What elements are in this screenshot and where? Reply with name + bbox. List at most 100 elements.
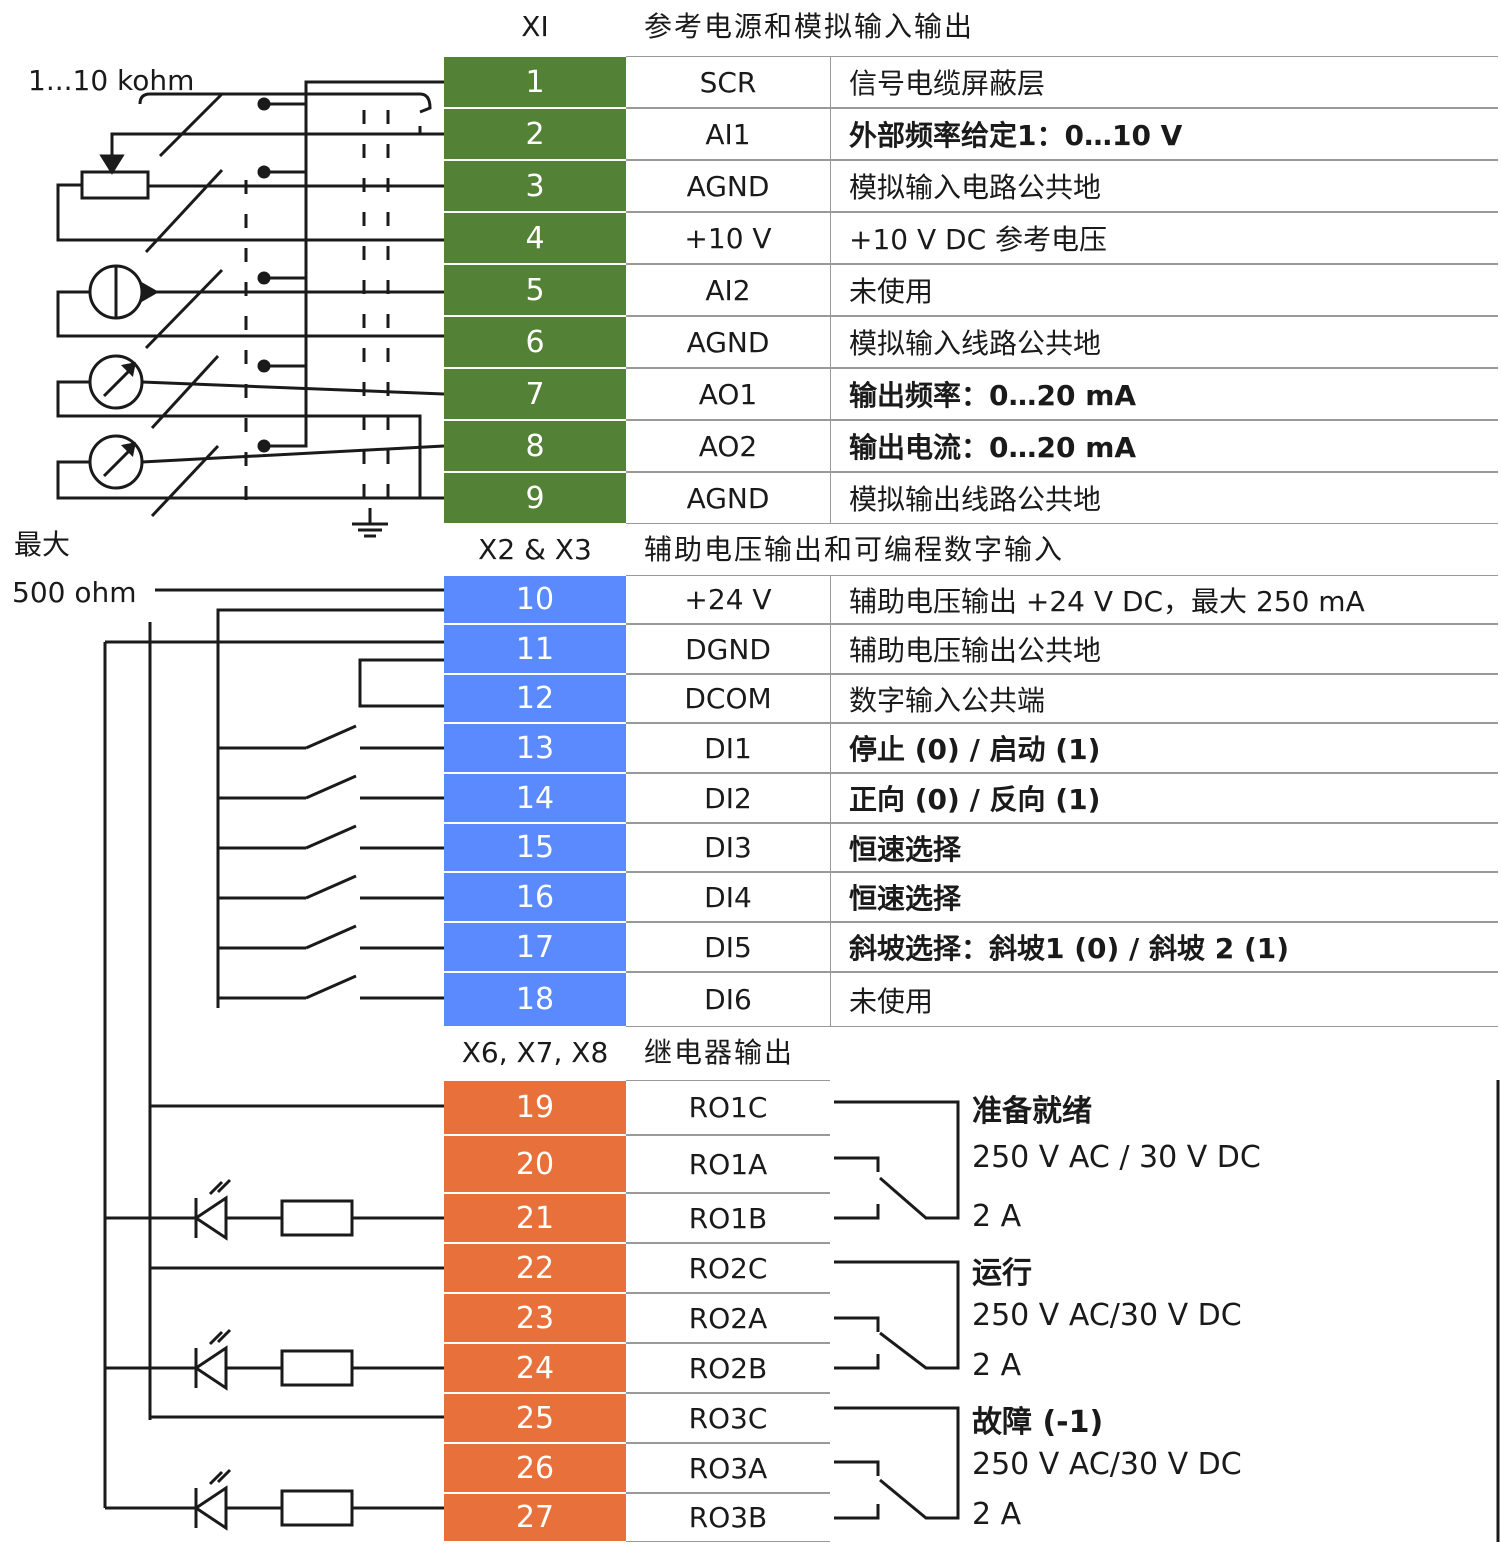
switch-icon (305, 924, 357, 950)
section-title: 继电器输出 (644, 1036, 795, 1069)
potentiometer (80, 170, 150, 200)
resistor-icon (280, 1489, 354, 1527)
terminal-number: 26 (444, 1443, 626, 1493)
ammeter-needle (102, 446, 134, 478)
terminal-number: 1 (444, 56, 626, 108)
pot-wiper-arrow (99, 154, 125, 175)
terminal-number: 10 (444, 575, 626, 624)
ao1-wire (141, 380, 445, 396)
terminal-description: 输出电流：0…20 mA (830, 420, 1498, 472)
terminal-number: 17 (444, 922, 626, 972)
terminal-description: 辅助电压输出公共地 (830, 624, 1498, 674)
relay-rating: 250 V AC / 30 V DC (972, 1140, 1261, 1175)
ai1-wire (110, 126, 444, 160)
ammeter-needle-tip (120, 442, 136, 458)
terminal-signal: RO1A (626, 1135, 830, 1193)
terminal-number: 9 (444, 472, 626, 524)
pot-range-label: 1...10 kohm (28, 64, 195, 97)
relay-contact-icon (834, 1316, 880, 1332)
terminal-signal: DCOM (626, 674, 830, 723)
terminal-signal: RO3C (626, 1393, 830, 1443)
relay-name: 运行 (972, 1256, 1032, 1291)
section-title: 参考电源和模拟输入输出 (644, 10, 975, 43)
terminal-signal: SCR (626, 56, 830, 108)
relay-contact-icon (834, 1100, 960, 1220)
switch-icon (305, 874, 357, 900)
terminal-signal: AO1 (626, 368, 830, 420)
terminal-description: 未使用 (830, 972, 1498, 1027)
terminal-signal: DI6 (626, 972, 830, 1027)
terminal-description: 斜坡选择：斜坡1 (0) / 斜坡 2 (1) (830, 922, 1498, 972)
terminal-description: 模拟输入电路公共地 (830, 160, 1498, 212)
terminal-description: 模拟输出线路公共地 (830, 472, 1498, 524)
relay-current: 2 A (972, 1497, 1022, 1532)
relay-contact-icon (834, 1504, 880, 1520)
terminal-number: 16 (444, 872, 626, 922)
terminal-number: 7 (444, 368, 626, 420)
terminal-signal: RO3A (626, 1443, 830, 1493)
terminal-number: 20 (444, 1135, 626, 1193)
terminal-number: 11 (444, 624, 626, 674)
terminal-signal: DI5 (626, 922, 830, 972)
relay-rating: 250 V AC/30 V DC (972, 1298, 1242, 1333)
terminal-description: 恒速选择 (830, 823, 1498, 872)
relay-contact-icon (834, 1260, 960, 1370)
terminal-number: 25 (444, 1393, 626, 1443)
terminal-number: 5 (444, 264, 626, 316)
ao2-wire (141, 444, 445, 464)
section-code: X6, X7, X8 (461, 1036, 609, 1069)
section-code: X2 & X3 (478, 533, 592, 566)
terminal-signal: DI2 (626, 773, 830, 823)
switch-icon (305, 824, 357, 850)
section-title: 辅助电压输出和可编程数字输入 (644, 533, 1065, 566)
led-ray (216, 1328, 232, 1344)
terminal-description: 停止 (0) / 启动 (1) (830, 723, 1498, 773)
section-code: XI (521, 10, 549, 43)
dcom-jumper (358, 658, 444, 708)
cable-marker (144, 168, 224, 254)
resistor-icon (280, 1199, 354, 1237)
terminal-signal: DGND (626, 624, 830, 674)
led-ray (208, 1330, 224, 1346)
relay-current: 2 A (972, 1199, 1022, 1234)
terminal-signal: RO2A (626, 1293, 830, 1343)
cable-marker (150, 444, 220, 518)
terminal-number: 27 (444, 1493, 626, 1542)
relay-name: 准备就绪 (972, 1094, 1092, 1129)
relay-name: 故障 (-1) (972, 1405, 1104, 1440)
ammeter-needle-tip (120, 362, 136, 378)
terminal-description: 外部频率给定1：0…10 V (830, 108, 1498, 160)
ao2-return-wire (56, 460, 420, 500)
led-ray (216, 1468, 232, 1484)
terminal-signal: AI2 (626, 264, 830, 316)
terminal-description: 输出频率：0…20 mA (830, 368, 1498, 420)
terminal-description: 数字输入公共端 (830, 674, 1498, 723)
terminal-signal: AO2 (626, 420, 830, 472)
terminal-signal: AGND (626, 316, 830, 368)
terminal-number: 23 (444, 1293, 626, 1343)
cable-shield (138, 92, 432, 114)
led-ray (208, 1470, 224, 1486)
resistor-icon (280, 1349, 354, 1387)
terminal-number: 22 (444, 1243, 626, 1293)
terminal-signal: RO2C (626, 1243, 830, 1293)
current-source-arrow (140, 281, 160, 303)
ammeter-needle (102, 366, 134, 398)
terminal-number: 8 (444, 420, 626, 472)
led-icon (193, 1345, 228, 1391)
terminal-number: 3 (444, 160, 626, 212)
terminal-description: 信号电缆屏蔽层 (830, 56, 1498, 108)
terminal-signal: AGND (626, 160, 830, 212)
relay-contact-icon (834, 1406, 960, 1520)
agnd-wire (56, 290, 444, 338)
switch-icon (305, 974, 357, 1000)
terminal-number: 2 (444, 108, 626, 160)
terminal-signal: DI3 (626, 823, 830, 872)
cable-marker (158, 92, 224, 158)
terminal-signal: RO1C (626, 1080, 830, 1135)
terminal-number: 13 (444, 723, 626, 773)
max-label: 最大 (14, 528, 71, 561)
terminal-description: +10 V DC 参考电压 (830, 212, 1498, 264)
led-icon (193, 1485, 228, 1531)
